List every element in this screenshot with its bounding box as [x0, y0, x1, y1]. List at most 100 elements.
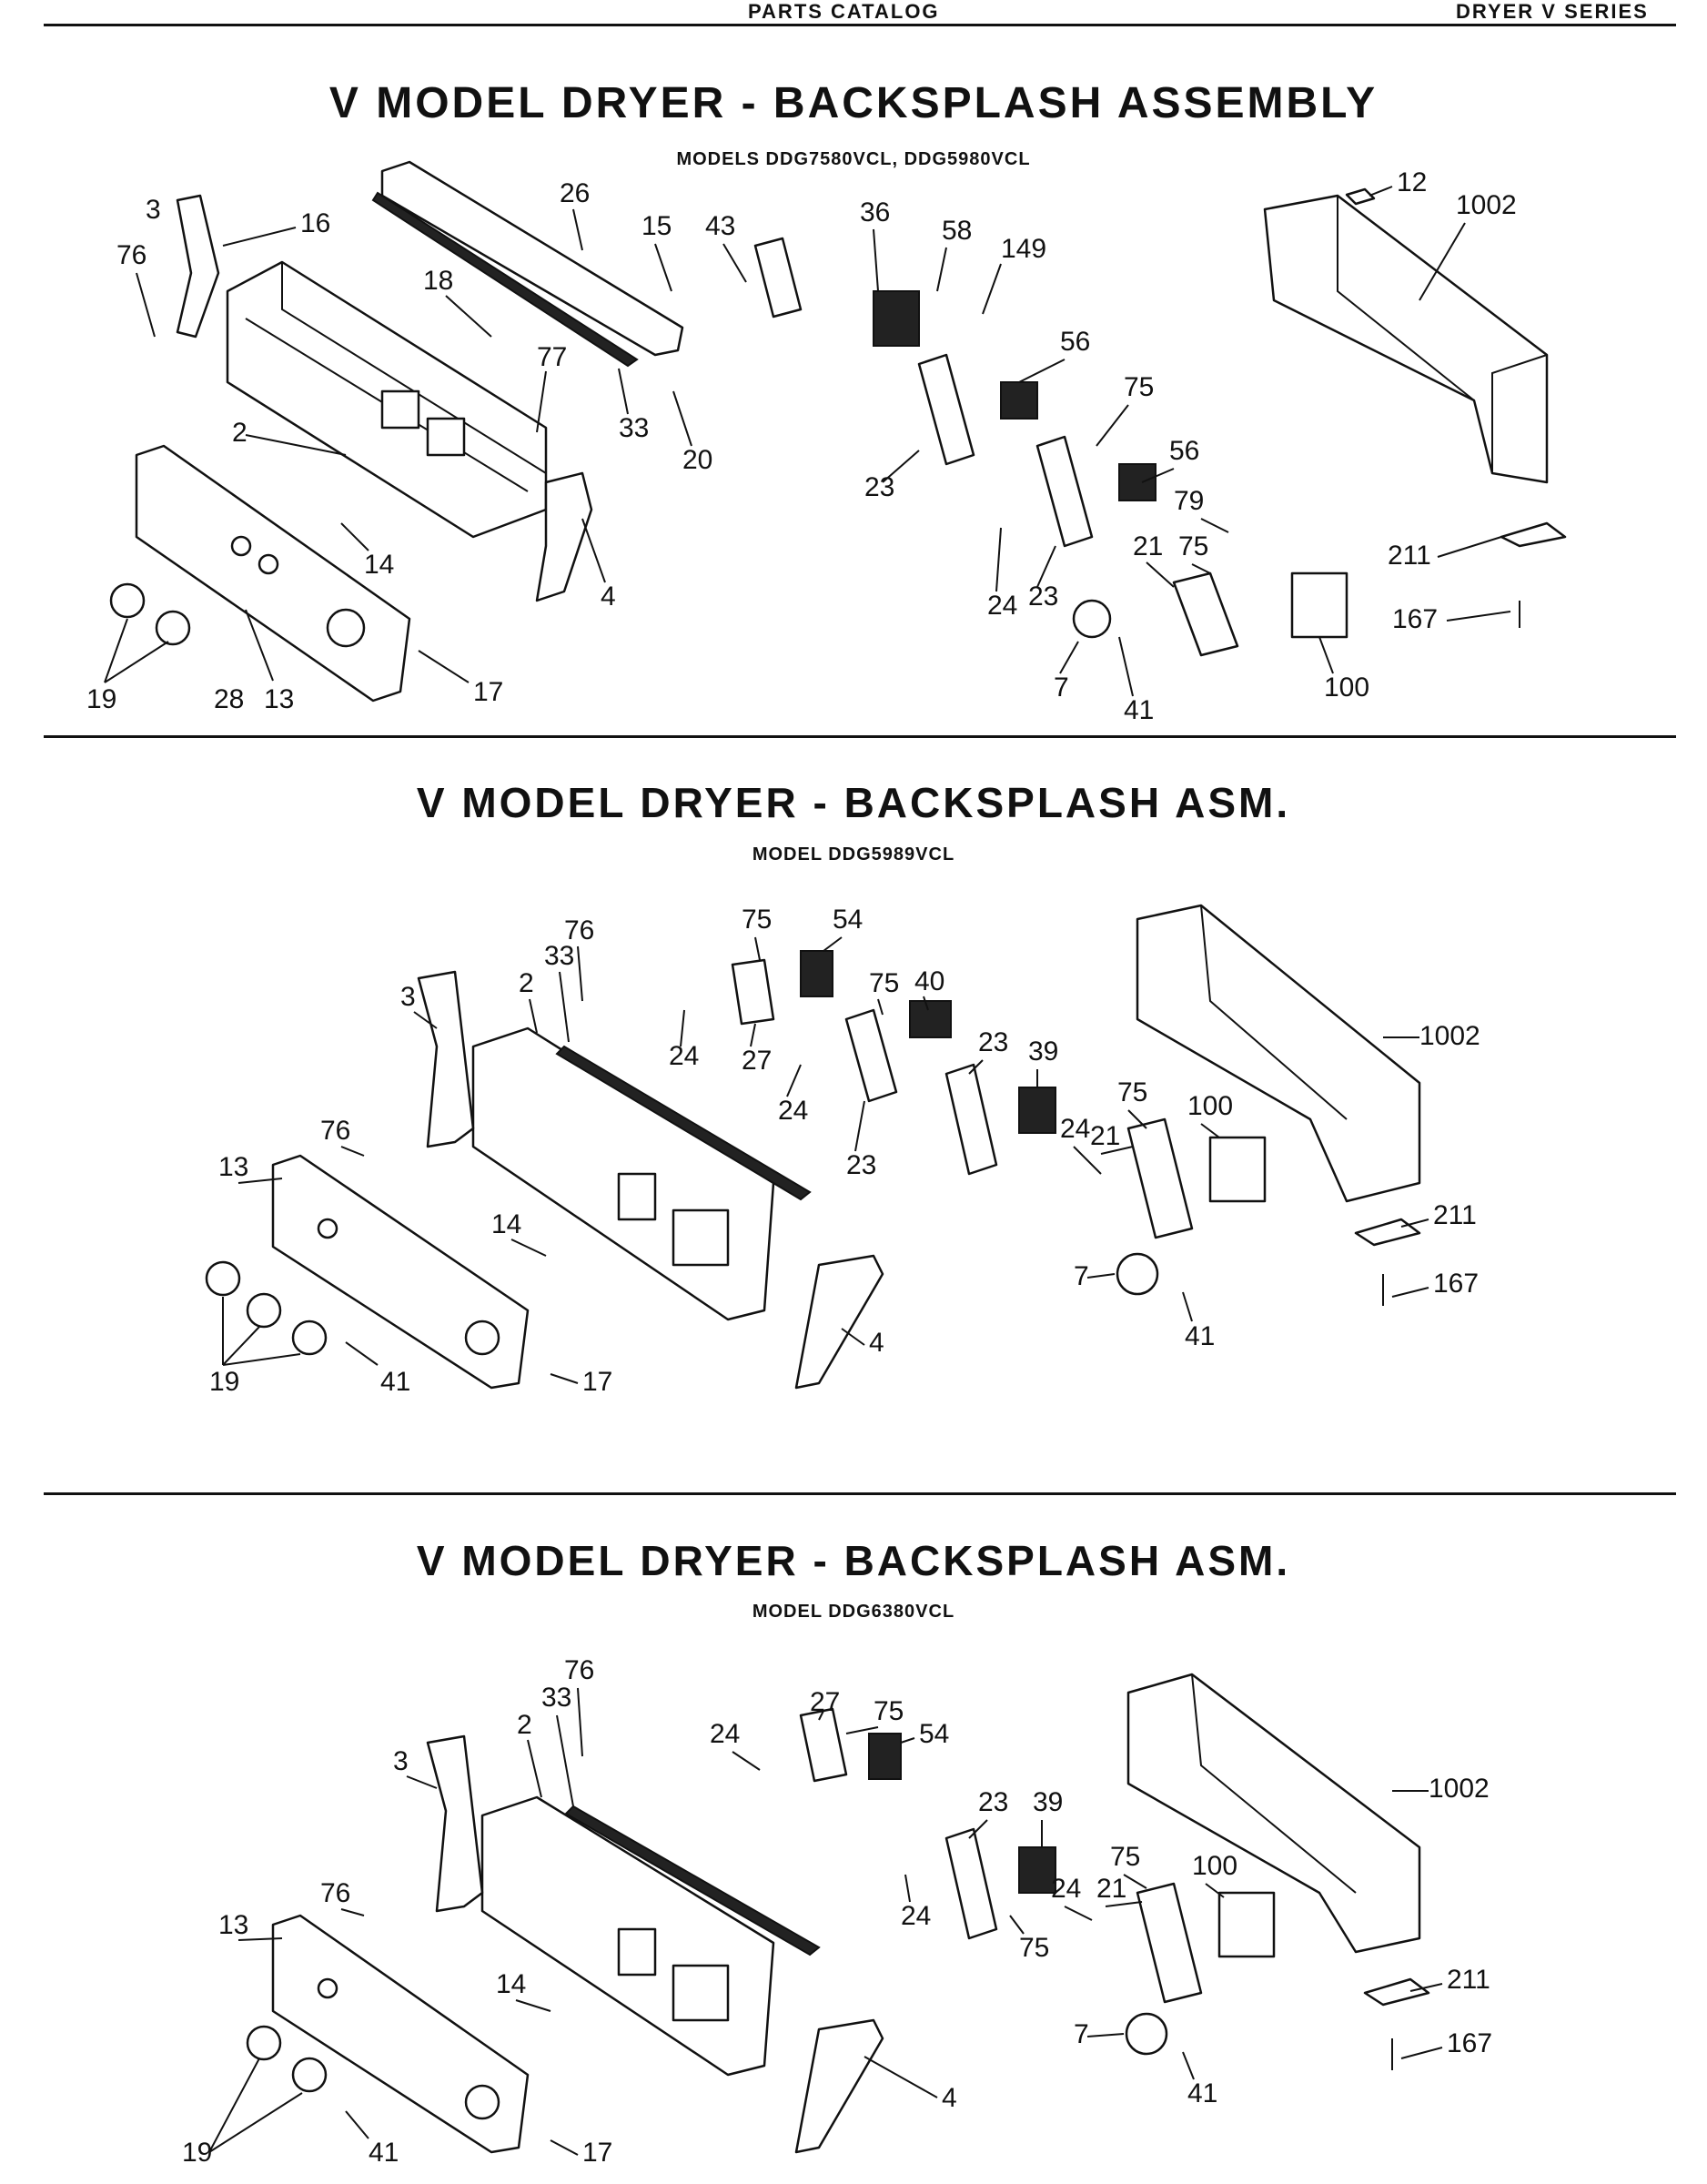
section-3-callouts: 76 33 2 3 27 75 24 54 23 39 1002 75 100 …	[182, 1655, 1492, 2168]
callout: 76	[320, 1116, 350, 1146]
callout: 24	[710, 1719, 740, 1749]
callout: 3	[146, 195, 161, 225]
callout: 23	[978, 1787, 1008, 1817]
callout: 75	[742, 905, 772, 935]
callout: 7	[1054, 672, 1069, 703]
callout: 23	[978, 1027, 1008, 1057]
callout: 14	[491, 1209, 521, 1239]
callout: 4	[869, 1328, 884, 1358]
part-top-rail	[380, 160, 684, 357]
callout: 28	[214, 684, 244, 714]
callout: 75	[869, 968, 899, 998]
callout: 76	[320, 1878, 350, 1908]
callout: 167	[1447, 2028, 1492, 2058]
section-3-exploded-diagram: 76 33 2 3 27 75 24 54 23 39 1002 75 100 …	[182, 1655, 1492, 2168]
callout: 19	[182, 2138, 212, 2168]
callout: 7	[1074, 2019, 1089, 2049]
callout: 75	[1117, 1077, 1147, 1107]
callout: 39	[1033, 1787, 1063, 1817]
callout: 16	[300, 208, 330, 238]
callout: 39	[1028, 1036, 1058, 1067]
callout: 79	[1174, 486, 1204, 516]
callout: 211	[1447, 1965, 1490, 1995]
callout: 21	[1133, 531, 1163, 561]
part-backsplash-shell	[1126, 1673, 1421, 1954]
section-2-subtitle: MODEL DDG5989VCL	[752, 844, 955, 864]
callout: 2	[519, 968, 534, 998]
callout: 7	[1074, 1261, 1089, 1291]
callout: 13	[218, 1910, 248, 1940]
section-divider-1	[44, 735, 1676, 738]
callout: 1002	[1419, 1021, 1480, 1051]
callout: 23	[846, 1150, 876, 1180]
callout: 17	[582, 2138, 612, 2168]
section-2-exploded-diagram: 76 33 2 3 75 54 75 40 24 27 24 23 23 39 …	[205, 904, 1480, 1397]
part-control-panel	[271, 1914, 530, 2154]
callout: 18	[423, 266, 453, 296]
callout: 3	[400, 982, 416, 1012]
callout: 75	[1019, 1933, 1049, 1963]
callout: 56	[1169, 436, 1199, 466]
part-backsplash-shell	[1263, 194, 1549, 484]
callout: 75	[1110, 1842, 1140, 1872]
callout: 26	[560, 178, 590, 208]
callout: 24	[669, 1041, 699, 1071]
callout: 58	[942, 216, 972, 246]
section-3-subtitle: MODEL DDG6380VCL	[752, 1602, 955, 1622]
callout: 77	[537, 342, 567, 372]
callout: 21	[1090, 1121, 1120, 1151]
callout: 24	[901, 1901, 931, 1931]
callout: 40	[914, 966, 944, 996]
callout: 17	[473, 677, 503, 707]
callout: 43	[705, 211, 735, 241]
callout: 14	[496, 1969, 526, 1999]
callout: 13	[264, 684, 294, 714]
callout: 149	[1001, 234, 1046, 264]
callout: 4	[942, 2083, 957, 2113]
callout: 54	[919, 1719, 949, 1749]
callout: 1002	[1429, 1774, 1490, 1804]
callout: 24	[1060, 1114, 1090, 1144]
callout: 76	[564, 1655, 594, 1685]
callout: 36	[860, 197, 890, 228]
section-1-exploded-diagram: 3 16 76 26 15 43 36 58 149 12 1002 18 77…	[86, 160, 1567, 725]
callout: 14	[364, 550, 394, 580]
callout: 33	[544, 941, 574, 971]
callout: 17	[582, 1367, 612, 1397]
callout: 100	[1187, 1091, 1233, 1121]
section-3-title: V MODEL DRYER - BACKSPLASH ASM.	[416, 1537, 1291, 1584]
catalog-header-right: DRYER V SERIES	[1456, 0, 1649, 23]
callout: 2	[517, 1710, 532, 1740]
callout: 20	[682, 445, 712, 475]
callout: 15	[641, 211, 672, 241]
callout: 41	[1124, 695, 1154, 725]
section-1-subtitle: MODELS DDG7580VCL, DDG5980VCL	[676, 149, 1031, 169]
callout: 33	[619, 413, 649, 443]
callout: 24	[778, 1096, 808, 1126]
callout: 19	[86, 684, 116, 714]
callout: 76	[116, 240, 146, 270]
callout: 4	[601, 581, 616, 612]
callout: 167	[1433, 1269, 1479, 1299]
callout: 24	[987, 591, 1017, 621]
callout: 21	[1096, 1874, 1126, 1904]
callout: 24	[1051, 1874, 1081, 1904]
callout: 211	[1388, 541, 1431, 571]
callout: 167	[1392, 604, 1438, 634]
callout: 23	[1028, 581, 1058, 612]
callout: 2	[232, 418, 247, 448]
part-control-panel	[271, 1154, 530, 1390]
callout: 75	[874, 1696, 904, 1726]
callout: 33	[541, 1683, 571, 1713]
callout: 23	[864, 472, 894, 502]
callout: 19	[209, 1367, 239, 1397]
section-2-callouts: 76 33 2 3 75 54 75 40 24 27 24 23 23 39 …	[209, 905, 1480, 1397]
callout: 41	[380, 1367, 410, 1397]
callout: 41	[1185, 1321, 1215, 1351]
callout: 75	[1124, 372, 1154, 402]
callout: 41	[369, 2138, 399, 2168]
callout: 100	[1324, 672, 1369, 703]
callout: 75	[1178, 531, 1208, 561]
callout: 27	[810, 1687, 840, 1717]
callout: 54	[833, 905, 863, 935]
